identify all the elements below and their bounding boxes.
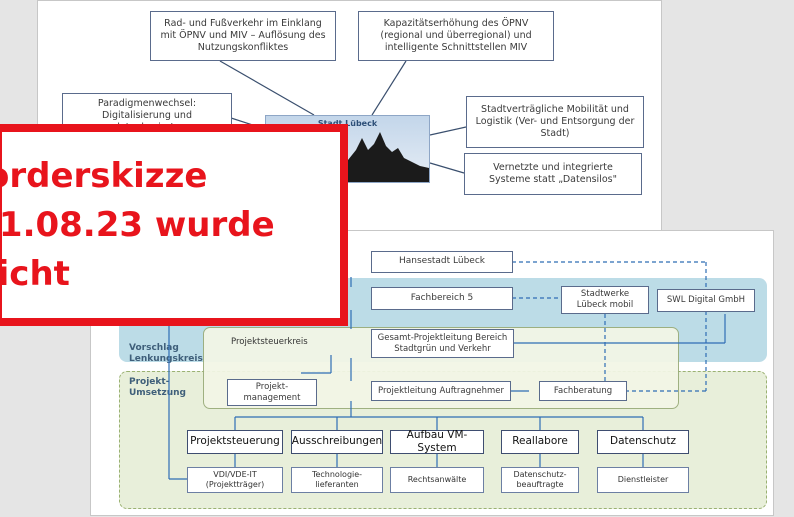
projektsteuerkreis-label: Projektsteuerkreis	[231, 337, 308, 347]
org-row1-ausschreibungen: Ausschreibungen	[291, 430, 383, 454]
org-row2-rechtsanwaelte: Rechtsanwälte	[390, 467, 484, 493]
orgchart-connectors	[168, 261, 726, 480]
overlay-line-1: orderskizze	[0, 156, 208, 196]
org-projektleitung-auftragnehmer: Projektleitung Auftragnehmer	[371, 381, 511, 401]
org-row2-datenschutzbeauftragte: Datenschutz-beauftragte	[501, 467, 579, 493]
org-gesamt-projektleitung: Gesamt-Projektleitung Bereich Stadtgrün …	[371, 329, 514, 358]
org-row2-technologielieferanten: Technologie-lieferanten	[291, 467, 383, 493]
zone-lenkungskreis-label: Vorschlag Lenkungskreis	[129, 343, 203, 364]
org-swl-digital: SWL Digital GmbH	[657, 289, 755, 312]
org-row1-projektsteuerung: Projektsteuerung	[187, 430, 283, 454]
org-row2-vdi-vde-it: VDI/VDE-IT (Projektträger)	[187, 467, 283, 493]
org-row1-datenschutz: Datenschutz	[597, 430, 689, 454]
mindmap-connectors	[219, 60, 467, 174]
orgchart-card: Vorschlag Lenkungskreis Projekt-Umsetzun…	[90, 230, 774, 516]
mindmap-node-oepnv: Kapazitätserhöhung des ÖPNV (regional un…	[358, 11, 554, 61]
overlay-line-2: .1.08.23 wurde	[0, 205, 275, 245]
org-row1-aufbau-vm-system: Aufbau VM-System	[390, 429, 484, 454]
org-fachberatung: Fachberatung	[539, 381, 627, 401]
zone-umsetzung-label: Projekt-Umsetzung	[129, 377, 186, 398]
mindmap-node-stadtvertraeglich: Stadtverträgliche Mobilität und Logistik…	[466, 96, 644, 148]
red-overlay-notice: orderskizze .1.08.23 wurde licht	[0, 124, 348, 326]
org-row1-reallabore: Reallabore	[501, 430, 579, 454]
org-projektmanagement: Projekt-management	[227, 379, 317, 406]
org-fachbereich: Fachbereich 5	[371, 287, 513, 310]
org-stadtwerke: Stadtwerke Lübeck mobil	[561, 286, 649, 314]
org-hansestadt: Hansestadt Lübeck	[371, 251, 513, 273]
overlay-line-3: licht	[2, 254, 70, 294]
org-row2-dienstleister: Dienstleister	[597, 467, 689, 493]
center-title: Stadt Lübeck	[318, 119, 378, 128]
mindmap-node-vernetzte-systeme: Vernetzte und integrierte Systeme statt …	[464, 153, 642, 195]
mindmap-node-rad-fuss: Rad- und Fußverkehr im Einklang mit ÖPNV…	[150, 11, 336, 61]
